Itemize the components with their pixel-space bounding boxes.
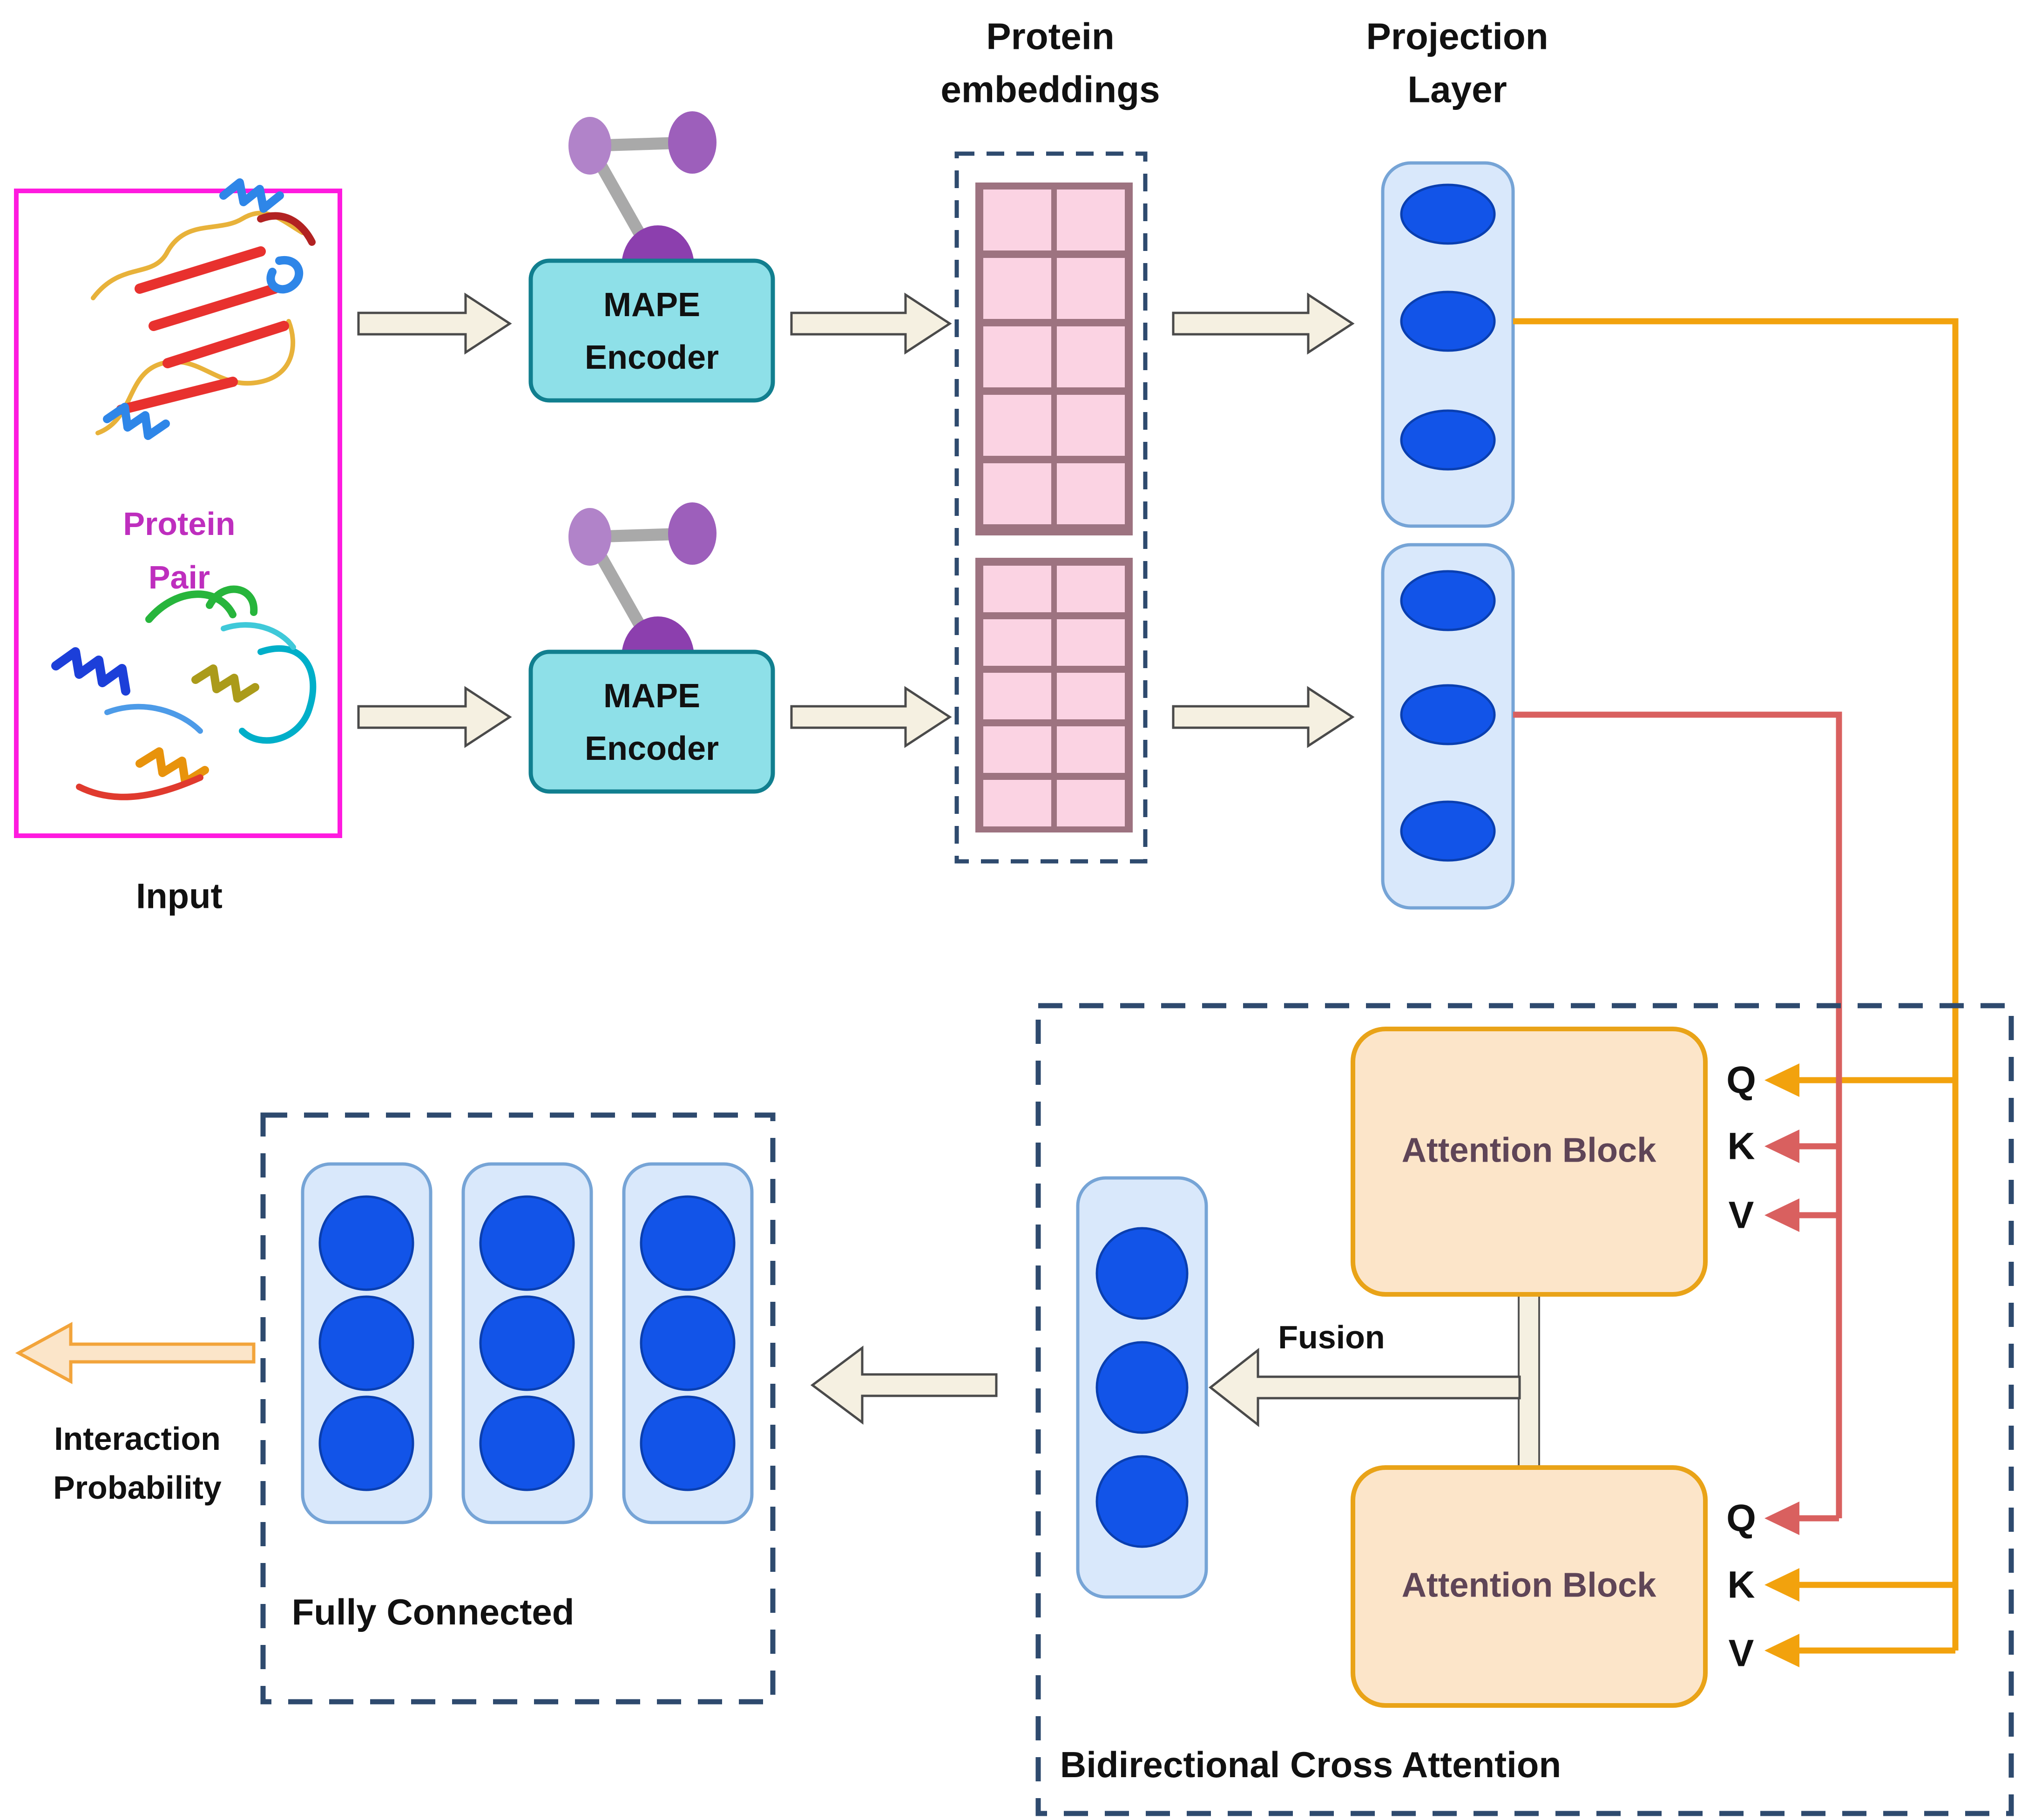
orange-arrowhead-v-bottom bbox=[1764, 1634, 1799, 1667]
orange-connector-line bbox=[1513, 318, 1959, 1651]
red-connector-line bbox=[1513, 711, 1842, 1518]
attention-block-top-label: Attention Block bbox=[1402, 1131, 1657, 1170]
mape-encoder-1-line2: Encoder bbox=[585, 339, 719, 376]
encoder-row-1: MAPE Encoder bbox=[357, 111, 952, 403]
input-section: Protein Pair Input bbox=[14, 178, 342, 916]
port-v-bottom: V bbox=[1729, 1632, 1754, 1675]
input-caption: Input bbox=[136, 877, 223, 916]
arrow-input-to-encoder-2 bbox=[357, 686, 512, 748]
output-label-line1: Interaction bbox=[54, 1421, 221, 1457]
fc-node bbox=[318, 1395, 414, 1491]
fc-node bbox=[479, 1395, 575, 1491]
fc-node bbox=[318, 1295, 414, 1391]
arrow-embeddings-to-projection-2 bbox=[1172, 686, 1355, 748]
fusion-label: Fusion bbox=[1278, 1319, 1385, 1355]
projection-title-line2: Layer bbox=[1407, 69, 1507, 110]
projection-2-node bbox=[1400, 570, 1496, 631]
projection-2-node bbox=[1400, 684, 1496, 745]
protein-pair-label-line1: Protein bbox=[123, 506, 235, 542]
mape-encoder-2-box bbox=[528, 650, 775, 794]
fusion-arrow bbox=[1208, 1347, 1521, 1428]
encoder-row-2: MAPE Encoder bbox=[357, 502, 952, 794]
red-arrowhead-k-top bbox=[1764, 1130, 1799, 1163]
attention-block-top bbox=[1351, 1027, 1708, 1297]
output-section: Interaction Probability bbox=[15, 1322, 256, 1506]
embedding-grid-1 bbox=[975, 183, 1133, 535]
arrow-encoder-2-to-embeddings bbox=[790, 686, 952, 748]
interaction-probability-arrow bbox=[15, 1322, 256, 1384]
protein-pair-box bbox=[14, 189, 342, 838]
fully-connected-label: Fully Connected bbox=[292, 1591, 575, 1632]
mape-encoder-2-line2: Encoder bbox=[585, 730, 719, 767]
projection-1-node bbox=[1400, 291, 1496, 352]
fc-node bbox=[640, 1395, 736, 1491]
fc-node bbox=[640, 1195, 736, 1291]
arrow-encoder-1-to-embeddings bbox=[790, 292, 952, 355]
port-k-top: K bbox=[1727, 1125, 1755, 1168]
attention-junction-bar bbox=[1518, 1293, 1540, 1468]
fc-node bbox=[479, 1195, 575, 1291]
embeddings-title-line1: Protein bbox=[986, 16, 1115, 57]
fusion-node bbox=[1095, 1227, 1189, 1320]
cross-attention-title: Bidirectional Cross Attention bbox=[1060, 1744, 1561, 1785]
port-q-bottom: Q bbox=[1726, 1497, 1756, 1540]
protein-structure-1-image bbox=[91, 178, 316, 440]
mape-encoder-2-line1: MAPE bbox=[603, 677, 700, 715]
projection-section: Projection Layer bbox=[1366, 16, 1548, 910]
attention-block-bottom bbox=[1351, 1465, 1708, 1708]
protein-structure-2-image bbox=[51, 585, 317, 800]
port-v-top: V bbox=[1729, 1194, 1754, 1237]
fully-connected-section: Fully Connected bbox=[260, 1112, 776, 1705]
fusion-node bbox=[1095, 1341, 1189, 1434]
embeddings-section: Protein embeddings bbox=[940, 16, 1160, 864]
red-arrowhead-q-bottom bbox=[1764, 1502, 1799, 1535]
output-label-line2: Probability bbox=[53, 1469, 222, 1506]
qkv-connectors bbox=[1513, 318, 1959, 1667]
orange-arrowhead-k-bottom bbox=[1764, 1568, 1799, 1602]
port-k-bottom: K bbox=[1727, 1564, 1755, 1606]
cross-attention-dashed-box bbox=[1035, 1003, 2014, 1816]
projection-1-node bbox=[1400, 409, 1496, 471]
fully-connected-dashed-box bbox=[260, 1112, 776, 1705]
projection-title-line1: Projection bbox=[1366, 16, 1548, 57]
arrow-embeddings-to-projection-1 bbox=[1172, 292, 1355, 355]
red-arrowhead-v-top bbox=[1764, 1198, 1799, 1232]
port-q-top: Q bbox=[1726, 1059, 1756, 1102]
embeddings-title-line2: embeddings bbox=[940, 69, 1160, 110]
fc-node bbox=[479, 1295, 575, 1391]
fusion-node bbox=[1095, 1455, 1189, 1548]
protein-pair-label-line2: Pair bbox=[149, 559, 210, 595]
fc-node bbox=[640, 1295, 736, 1391]
projection-2-node bbox=[1400, 800, 1496, 862]
embeddings-dashed-box bbox=[954, 151, 1148, 864]
arrow-fusion-to-fc bbox=[810, 1346, 998, 1425]
mape-encoder-1-box bbox=[528, 258, 775, 403]
embedding-grid-2 bbox=[975, 558, 1133, 832]
attention-block-bottom-label: Attention Block bbox=[1402, 1566, 1657, 1604]
mape-encoder-1-line1: MAPE bbox=[603, 286, 700, 324]
cross-attention-section: Fusion Attention Block Attention Block Q… bbox=[1035, 1003, 2014, 1816]
orange-arrowhead-q-top bbox=[1764, 1063, 1799, 1097]
arrow-input-to-encoder-1 bbox=[357, 292, 512, 355]
projection-1-node bbox=[1400, 183, 1496, 245]
fc-node bbox=[318, 1195, 414, 1291]
